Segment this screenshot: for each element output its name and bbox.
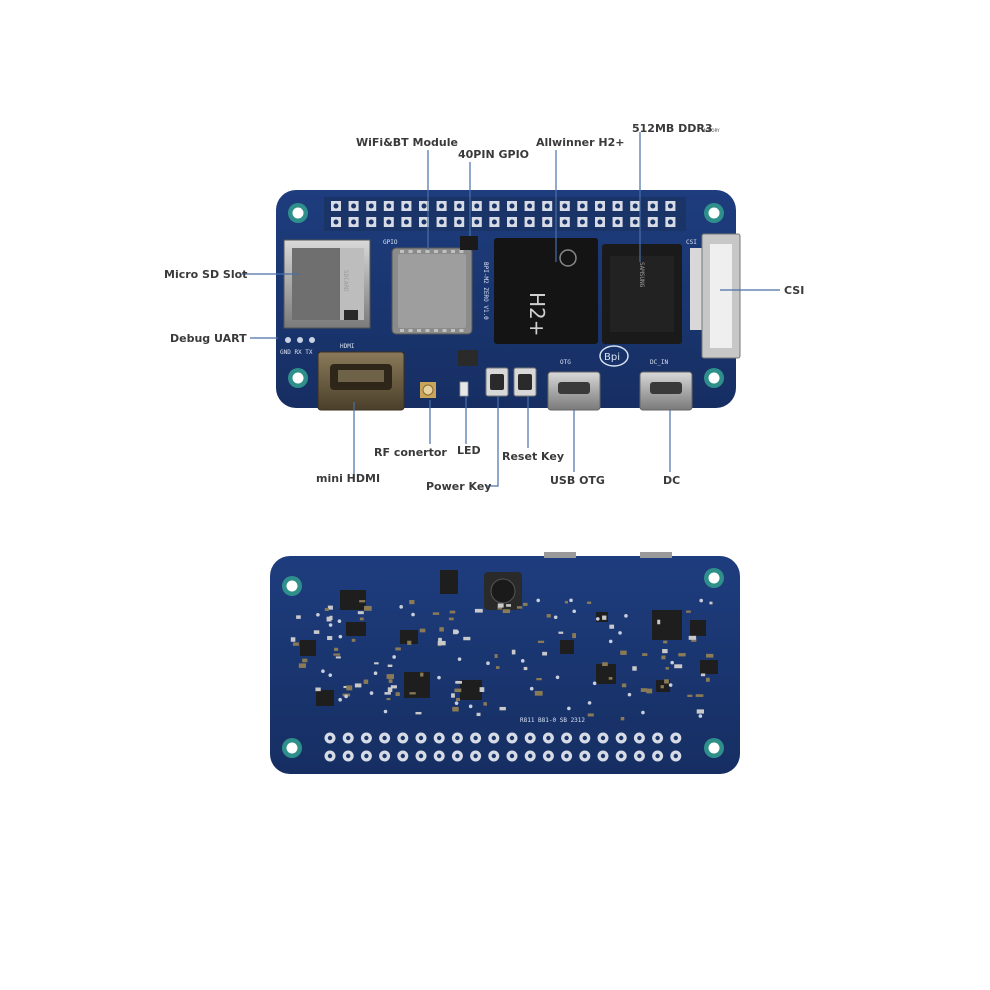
bpi-logo-text: Bpi — [604, 352, 620, 363]
label-csi: CSI — [784, 284, 804, 297]
power-key — [485, 367, 509, 397]
ic-chip — [346, 622, 366, 636]
wifi-bt-module — [391, 247, 473, 335]
board-name-silk: BPI-M2 ZERO V1.0 — [482, 262, 489, 320]
bottom-board: R811 B81-0 SB 2312 — [270, 552, 740, 774]
soc-chip: H2+ — [494, 238, 598, 344]
dc-port: DC_IN — [639, 359, 693, 411]
uart-silk: GND RX TX — [280, 349, 313, 356]
micro-sd-slot: SDCARD — [283, 239, 371, 329]
mini-hdmi-port: HDMI — [317, 343, 405, 411]
label-reset-key: Reset Key — [502, 450, 564, 463]
bottom-components — [290, 570, 718, 721]
mounting-holes-top — [288, 203, 724, 388]
ic-chip — [400, 630, 418, 644]
bpi-logo-icon: Bpi — [599, 345, 629, 367]
soc-mark: H2+ — [525, 292, 549, 337]
leader-lines — [242, 132, 780, 487]
ic-chip — [300, 640, 316, 656]
led — [459, 381, 469, 397]
label-gpio: 40PIN GPIO — [458, 148, 529, 161]
label-ram-suffix: MEMORY — [702, 128, 720, 133]
ic-chip — [316, 690, 334, 706]
gpio-header-bottom — [324, 732, 682, 762]
svg-text:SDCARD: SDCARD — [342, 270, 349, 292]
dc-silk: DC_IN — [650, 359, 668, 366]
csi-silk: CSI — [686, 239, 697, 246]
usb-otg-port: OTG — [547, 359, 601, 411]
ic-chip — [596, 664, 616, 684]
top-board: SDCARD BPI-M2 ZERO V1.0 GPIO H2+ SAMSUNG — [276, 190, 741, 411]
debug-uart-pins: GND RX TX — [280, 337, 315, 356]
label-mini-hdmi: mini HDMI — [316, 472, 380, 485]
label-usb-otg: USB OTG — [550, 474, 605, 487]
label-rf-connector: RF conertor — [374, 446, 447, 459]
label-dc: DC — [663, 474, 680, 487]
reset-key — [513, 367, 537, 397]
ic-chip — [460, 680, 482, 700]
ic-chip — [596, 612, 608, 622]
ic-chip — [690, 620, 706, 636]
csi-connector: CSI — [686, 233, 741, 359]
gpio-silk: GPIO — [383, 239, 398, 246]
ic-chip — [560, 640, 574, 654]
mounting-holes-bottom — [282, 568, 724, 758]
rf-connector — [420, 382, 436, 398]
ic-chip — [404, 672, 430, 698]
ic-chip — [340, 590, 366, 610]
small-ic — [460, 236, 478, 250]
label-micro-sd: Micro SD Slot — [164, 268, 247, 281]
hdmi-silk: HDMI — [340, 343, 355, 350]
ic-chip — [700, 660, 718, 674]
label-ram: 512MB DDR3 — [632, 122, 713, 135]
ram-chip: SAMSUNG — [602, 244, 682, 344]
allwinner-logo-icon — [559, 249, 577, 267]
svg-text:SAMSUNG: SAMSUNG — [638, 262, 645, 288]
small-chip-led — [458, 350, 478, 366]
inductor — [484, 572, 522, 610]
label-debug-uart: Debug UART — [170, 332, 247, 345]
label-led: LED — [457, 444, 481, 457]
bottom-code-silk: R811 B81-0 SB 2312 — [520, 717, 585, 724]
ic-chip — [440, 570, 458, 594]
gpio-header — [324, 197, 686, 231]
otg-silk: OTG — [560, 359, 571, 366]
label-power-key: Power Key — [426, 480, 491, 493]
ic-chip — [652, 610, 682, 640]
label-soc: Allwinner H2+ — [536, 136, 624, 149]
labels: WiFi&BT Module 40PIN GPIO Allwinner H2+ … — [164, 122, 804, 493]
label-wifi-bt: WiFi&BT Module — [356, 136, 458, 149]
